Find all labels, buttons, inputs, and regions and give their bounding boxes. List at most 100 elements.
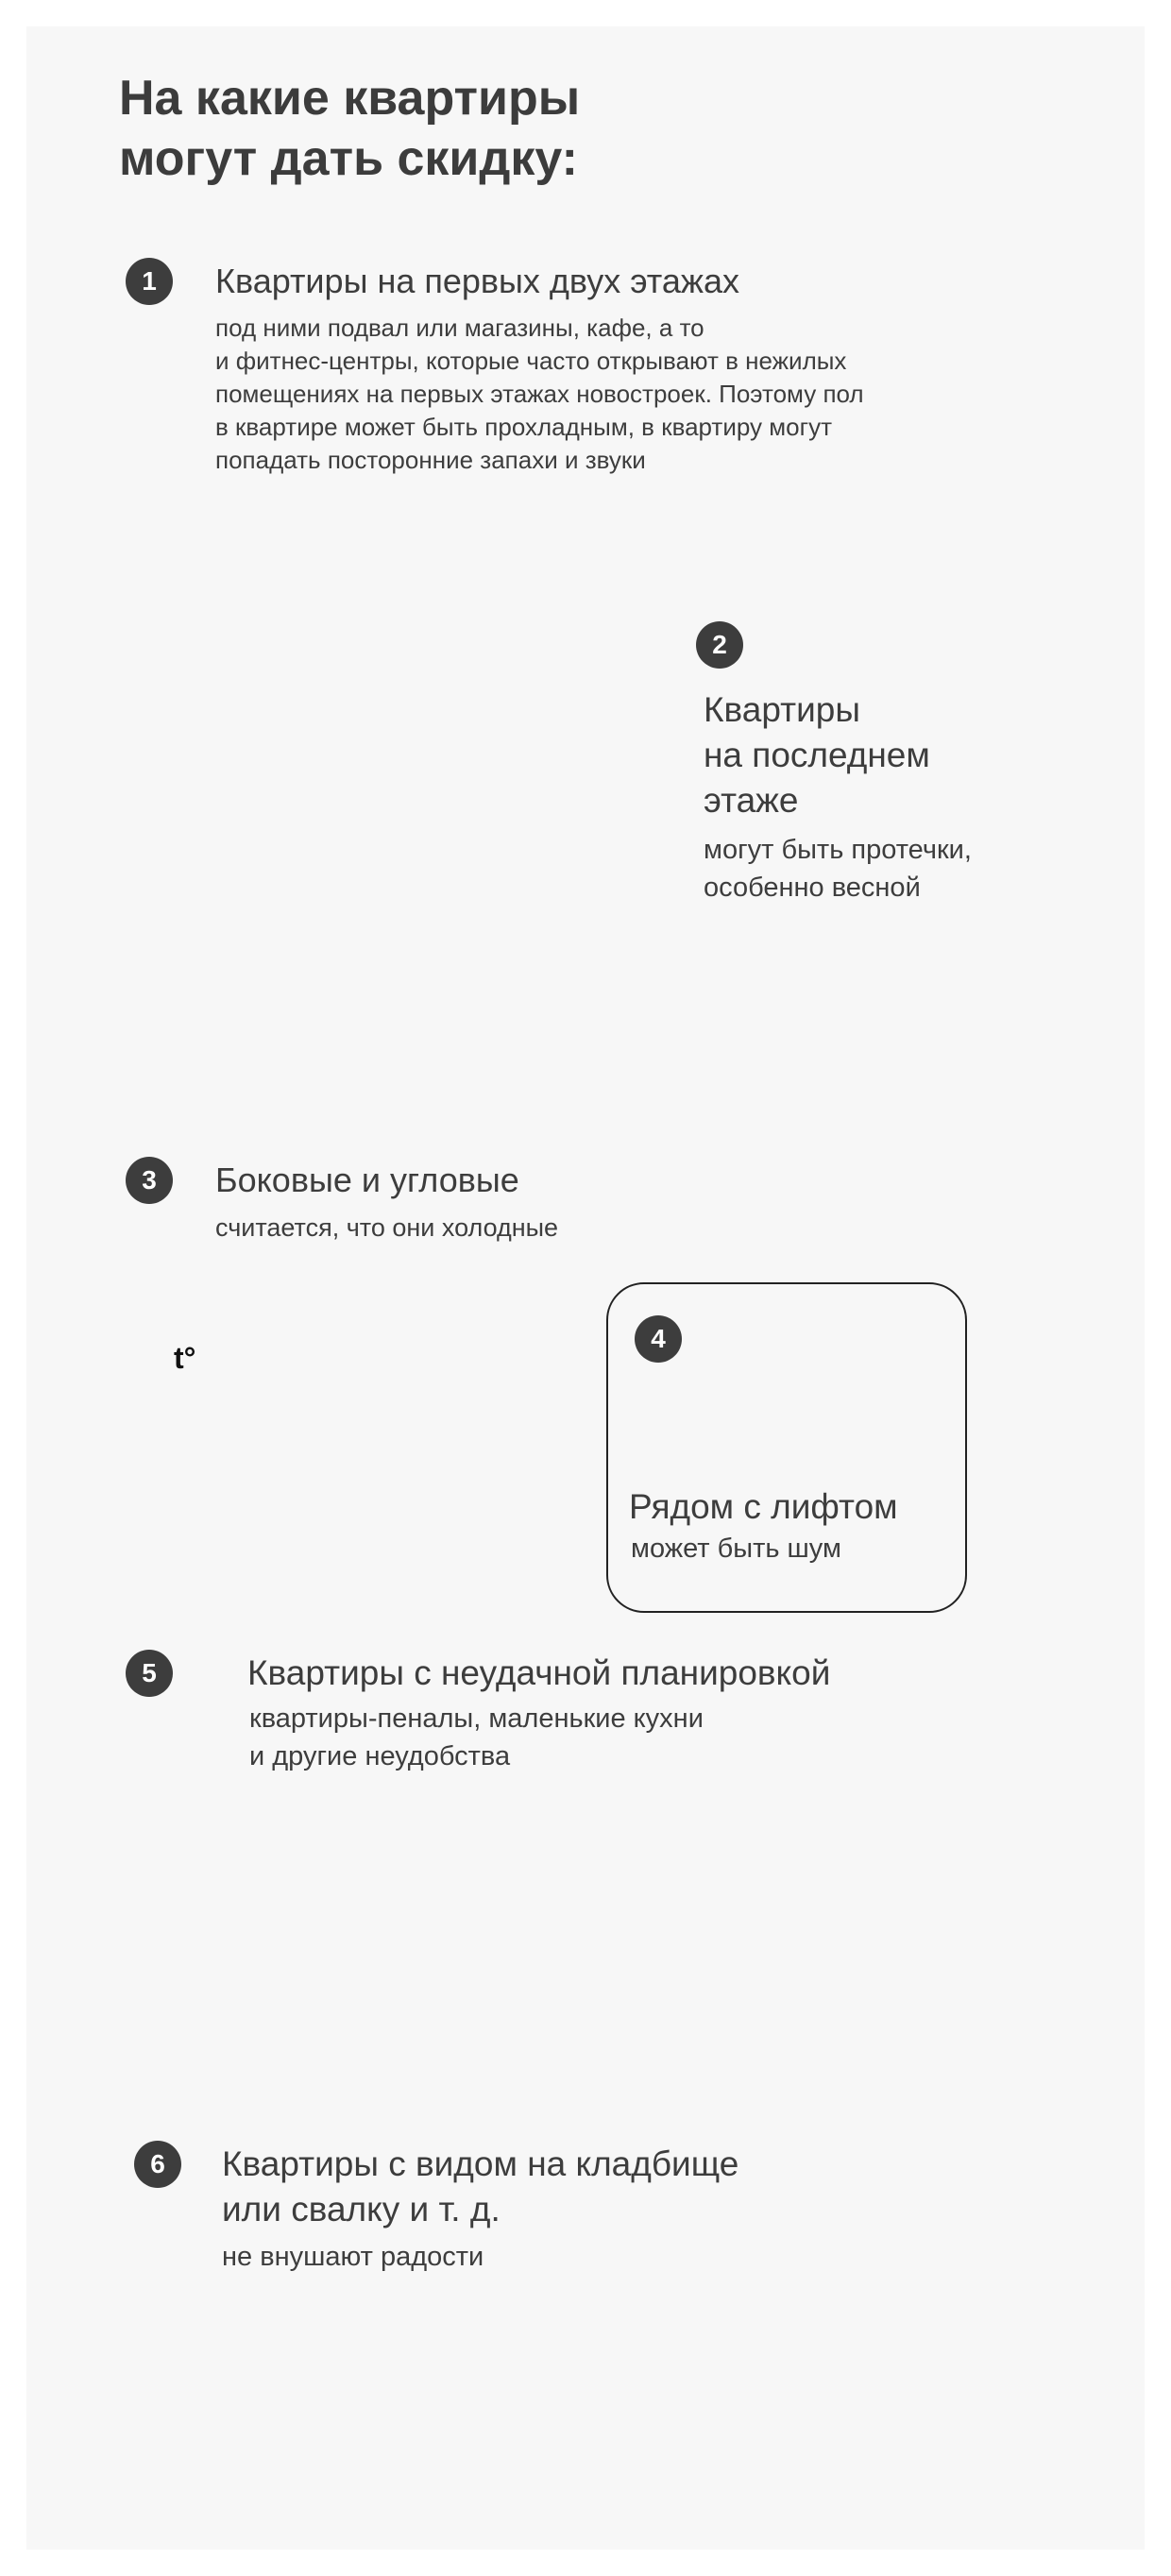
window	[468, 623, 479, 644]
window	[518, 996, 529, 1017]
window	[569, 793, 579, 814]
window	[274, 1511, 287, 1539]
window-sill	[554, 646, 580, 651]
item-4-heading: Рядом с лифтом	[629, 1487, 898, 1526]
heading-line: на последнем	[704, 736, 930, 774]
window	[370, 623, 381, 644]
window	[370, 907, 381, 927]
window	[370, 996, 381, 1017]
window-sill	[554, 873, 580, 877]
cold-wind-icon	[114, 1399, 196, 1433]
item-3-text: считается, что они холодные	[215, 1213, 559, 1242]
text-line: особенно весной	[704, 873, 921, 903]
window	[297, 1417, 311, 1446]
window	[406, 907, 416, 927]
warning-icon	[644, 1398, 676, 1428]
text-line: попадать посторонние запахи и звуки	[215, 446, 646, 474]
text-line: в квартире может быть прохладным, в квар…	[215, 413, 832, 441]
window-sill	[454, 703, 480, 707]
window	[357, 680, 367, 701]
window	[297, 1469, 311, 1498]
text-line: помещениях на первых этажах новостроек. …	[215, 380, 864, 408]
item-4-badge: 4	[635, 1315, 682, 1363]
window	[406, 850, 416, 871]
window-sill	[454, 929, 480, 934]
window	[364, 1518, 384, 1549]
window	[419, 907, 430, 927]
svg-text:?: ?	[189, 911, 204, 941]
window	[357, 996, 367, 1017]
svg-text:?: ?	[238, 919, 248, 940]
window	[468, 737, 479, 757]
heading-line: Квартиры	[704, 690, 860, 729]
window-sill	[356, 816, 382, 821]
window	[364, 1367, 384, 1398]
item-6-heading: Квартиры с видом на кладбище или свалку …	[222, 2142, 738, 2232]
item-4-text: может быть шум	[631, 1534, 841, 1564]
thought-bubble	[143, 1797, 312, 1935]
text-line: под ними подвал или магазины, кафе, а то	[215, 314, 704, 342]
item-4-card	[606, 1282, 967, 1613]
window	[505, 850, 516, 871]
item-1-heading: Квартиры на первых двух этажах	[215, 262, 740, 300]
window	[555, 623, 566, 644]
item-6-text: не внушают радости	[222, 2242, 484, 2272]
window	[357, 907, 367, 927]
window-sill	[504, 759, 530, 764]
window-sill	[504, 703, 530, 707]
item-2-heading: Квартиры на последнем этаже	[704, 687, 930, 823]
window	[455, 793, 466, 814]
window	[370, 793, 381, 814]
arrow-curve-1	[144, 339, 304, 913]
window-sill	[405, 703, 431, 707]
heading-line: Квартиры с видом на кладбище	[222, 2144, 739, 2183]
window	[370, 850, 381, 871]
infographic-card	[26, 26, 1145, 2550]
window	[406, 737, 416, 757]
window	[555, 680, 566, 701]
window	[455, 850, 466, 871]
window	[505, 623, 516, 644]
window-slit	[416, 1414, 425, 1427]
window	[518, 793, 529, 814]
window-sill	[405, 929, 431, 934]
window	[357, 850, 367, 871]
window	[406, 793, 416, 814]
window	[505, 996, 516, 1017]
window	[297, 1365, 311, 1394]
window-sill	[356, 929, 382, 934]
window	[555, 737, 566, 757]
curtain	[799, 2152, 894, 2410]
window-sill	[554, 929, 580, 934]
window-sill	[504, 929, 530, 934]
title-line: могут дать скидку:	[119, 131, 578, 186]
window-slit	[416, 1466, 425, 1479]
window-sill	[356, 759, 382, 764]
window	[370, 680, 381, 701]
window	[569, 680, 579, 701]
window	[455, 907, 466, 927]
window	[370, 737, 381, 757]
text-line: могут быть протечки,	[704, 835, 972, 865]
item-1-badge: 1	[126, 258, 173, 305]
window	[364, 1471, 384, 1501]
title-line: На какие квартиры	[119, 71, 581, 126]
window-sill	[405, 646, 431, 651]
heading-line: или свалку и т. д.	[222, 2190, 501, 2229]
window	[274, 1360, 287, 1388]
svg-text:?: ?	[215, 897, 230, 926]
warning-icon	[662, 2178, 694, 2207]
window	[505, 793, 516, 814]
window	[419, 996, 430, 1017]
warning-icon	[678, 953, 710, 980]
window-sill	[454, 759, 480, 764]
window-sill	[405, 816, 431, 821]
window	[555, 850, 566, 871]
window	[518, 623, 529, 644]
window	[505, 737, 516, 757]
item-5-text: квартиры-пеналы, маленькие кухни и други…	[249, 1700, 704, 1775]
window-slit	[416, 1513, 425, 1526]
window	[569, 907, 579, 927]
window-sill	[405, 759, 431, 764]
text-line: и фитнес-центры, которые часто открывают…	[215, 347, 847, 375]
